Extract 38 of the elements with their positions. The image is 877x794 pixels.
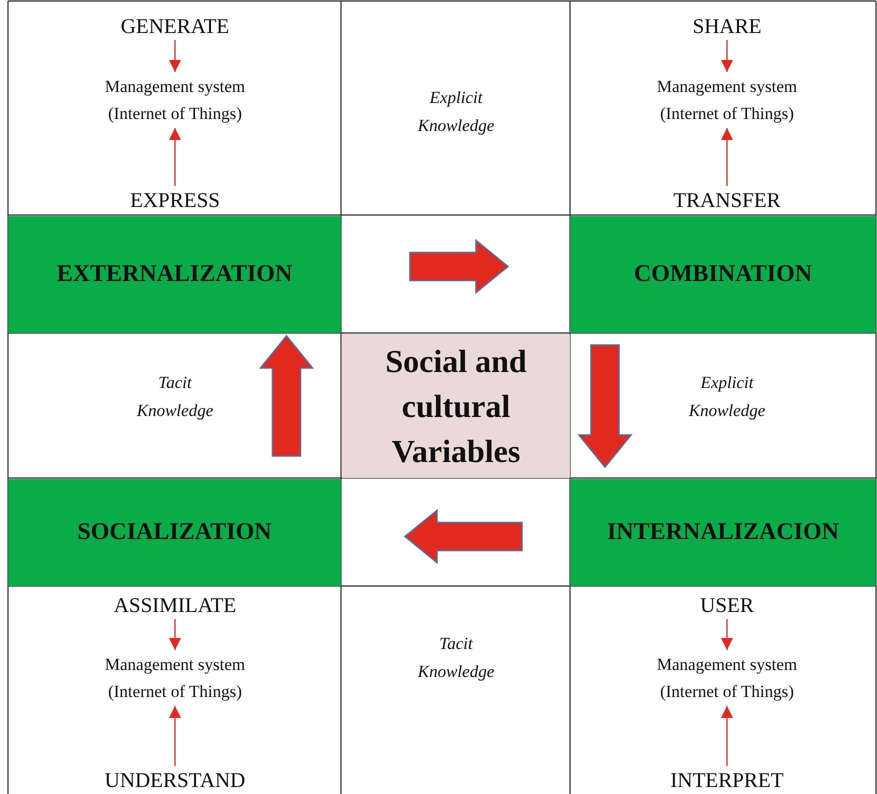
step-label: USER [700,592,754,618]
mode-band [8,479,341,586]
arrow [721,619,733,650]
heading-text: COMBINATION [634,261,812,288]
heading-text: SOCIALIZATION [77,519,272,546]
system-label: Management system (Internet of Things) [104,76,246,125]
heading-text: Social and cultural Variables [384,342,528,470]
arrow [169,706,181,766]
system-label: Management system (Internet of Things) [656,76,798,125]
arrow [721,128,733,186]
step-label: GENERATE [120,14,230,38]
heading-text: EXTERNALIZATION [56,261,292,288]
step-label: SHARE [692,14,762,38]
knowledge-label: Tacit Knowledge [416,633,496,683]
mode-band [8,216,341,333]
block-arrow [577,344,633,468]
step-label: ASSIMILATE [114,592,236,618]
block-arrow [409,238,510,294]
system-label: Management system (Internet of Things) [104,654,246,703]
knowledge-label: Tacit Knowledge [136,372,214,422]
mode-band [570,479,876,586]
mode-band [570,216,876,333]
block-arrow [258,334,314,457]
arrow [169,619,181,650]
knowledge-label: Explicit Knowledge [416,87,496,137]
center-box [342,334,570,478]
arrow [721,706,733,766]
step-label: INTERPRET [670,768,784,792]
arrow [169,40,181,72]
heading-text: INTERNALIZACION [606,519,840,546]
step-label: UNDERSTAND [104,768,246,792]
knowledge-label: Explicit Knowledge [688,372,766,422]
block-arrow [404,508,523,564]
system-label: Management system (Internet of Things) [656,654,798,703]
step-label: EXPRESS [130,188,220,212]
arrow [721,40,733,72]
arrow [169,128,181,186]
step-label: TRANSFER [673,188,781,212]
